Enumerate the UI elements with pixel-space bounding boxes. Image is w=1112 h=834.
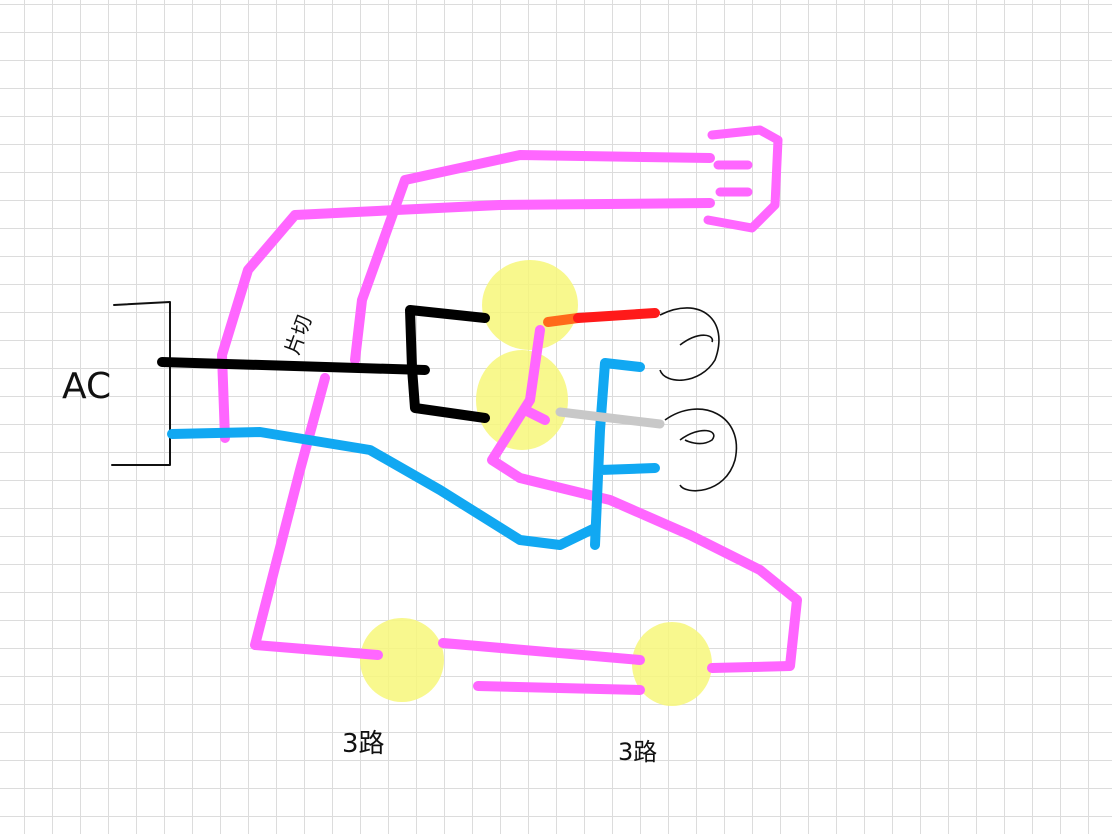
wire-blue-main [167, 427, 600, 550]
bulb-top [659, 307, 720, 382]
3way-switch-right-label: 3路 [618, 738, 657, 766]
highlight-top-junction [482, 260, 578, 350]
hot-wires [157, 305, 490, 423]
light-bulbs [659, 307, 738, 492]
ac-label: AC [62, 366, 111, 407]
bulb-bottom [664, 408, 738, 492]
wire-pink-top-inner [350, 150, 715, 365]
wire-pink-mid-top [438, 638, 645, 665]
wire-pink-right-loop [487, 325, 802, 673]
wire-blue-bulbs [590, 358, 660, 550]
traveler-wires [217, 150, 802, 695]
3way-switch-left-label: 3路 [342, 729, 385, 759]
wire-pink-bulb [520, 405, 550, 425]
wire-black-split [405, 305, 490, 423]
outlet [703, 125, 783, 233]
highlight-3way-left [360, 618, 444, 702]
wire-black-main [157, 357, 430, 375]
highlight-3way-right [632, 622, 712, 706]
wire-pink-mid-bottom [473, 681, 645, 695]
wire-gray [555, 407, 665, 429]
neutral-wires [167, 358, 660, 550]
ac-source-bracket [111, 301, 171, 466]
highlight-bottom-junction [476, 350, 568, 450]
wire-orange [543, 313, 583, 327]
wire-pink-left-down [250, 373, 383, 660]
single-switch-label: 片切 [280, 312, 316, 358]
wire-red [573, 308, 660, 323]
